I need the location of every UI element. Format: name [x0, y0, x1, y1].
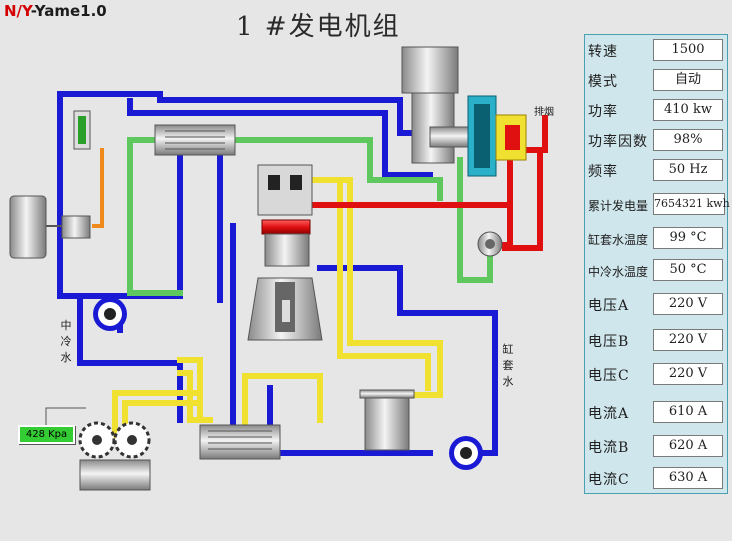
- row-current-b: 电流B 620 A: [585, 433, 729, 461]
- row-power: 功率 410 kw: [585, 97, 729, 125]
- row-jacket-temp: 缸套水温度 99 °C: [585, 225, 729, 253]
- jacket-water-char: 套: [502, 359, 514, 372]
- row-value: 50 Hz: [653, 159, 723, 181]
- intercooler-water-char: 冷: [60, 335, 72, 348]
- jacket-water-pump: [449, 436, 483, 470]
- row-value: 630 A: [653, 467, 723, 489]
- row-label: 转速: [588, 44, 618, 60]
- jacket-water-char: 水: [502, 375, 514, 388]
- row-value: 98%: [653, 129, 723, 151]
- row-value: 99 °C: [653, 227, 723, 249]
- row-label: 功率因数: [588, 134, 648, 150]
- heat-exchanger-bottom: [199, 424, 281, 460]
- row-value: 620 A: [653, 435, 723, 457]
- turbocharger: [477, 231, 503, 257]
- row-intercooler-temp: 中冷水温度 50 °C: [585, 257, 729, 285]
- row-value: 610 A: [653, 401, 723, 423]
- row-label: 电流A: [588, 406, 630, 422]
- intercooler-water-char: 水: [60, 351, 72, 364]
- page-title: 1 #发电机组: [236, 12, 401, 42]
- row-value: 50 °C: [653, 259, 723, 281]
- row-label: 电压B: [588, 334, 630, 350]
- radiator-fans: [78, 421, 151, 491]
- oil-pressure-readout: 428 Kpa: [18, 425, 75, 444]
- row-value: 自动: [653, 69, 723, 91]
- oil-tank: [9, 195, 47, 259]
- row-mode: 模式 自动: [585, 67, 729, 95]
- row-voltage-a: 电压A 220 V: [585, 291, 729, 319]
- row-total-energy: 累计发电量 7654321 kwh: [585, 191, 730, 219]
- row-label: 中冷水温度: [588, 265, 649, 279]
- row-value: 1500: [653, 39, 723, 61]
- engine-cylinder: [247, 164, 323, 341]
- row-label: 频率: [588, 164, 618, 180]
- row-label: 电流B: [588, 440, 630, 456]
- row-label: 累计发电量: [588, 199, 649, 213]
- logo-part1: N/Y: [4, 2, 31, 20]
- row-value: 410 kw: [653, 99, 723, 121]
- intercooler-water-label: 中 冷 水: [60, 318, 72, 366]
- jacket-water-label: 缸 套 水: [502, 342, 514, 390]
- logo-part2: -Yame1.0: [30, 2, 107, 20]
- row-current-c: 电流C 630 A: [585, 465, 729, 493]
- row-voltage-c: 电压C 220 V: [585, 361, 729, 389]
- row-label: 电压C: [588, 368, 630, 384]
- intercooler-pump: [93, 297, 127, 331]
- row-current-a: 电流A 610 A: [585, 399, 729, 427]
- orange-pipe: [92, 148, 104, 228]
- row-power-factor: 功率因数 98%: [585, 127, 729, 155]
- oil-filter: [61, 215, 91, 239]
- row-label: 电压A: [588, 298, 630, 314]
- intercooler-water-char: 中: [60, 319, 72, 332]
- green-pipes: [127, 137, 493, 296]
- row-label: 电流C: [588, 472, 630, 488]
- app-logo: N/Y-Yame1.0: [4, 2, 107, 20]
- row-value: 220 V: [653, 363, 723, 385]
- intercooler-top: [154, 124, 236, 156]
- row-speed: 转速 1500: [585, 37, 729, 65]
- row-label: 模式: [588, 74, 618, 90]
- exhaust-label: 排烟: [534, 107, 554, 118]
- row-frequency: 频率 50 Hz: [585, 157, 729, 185]
- alternator: [401, 46, 527, 177]
- oil-cooler: [359, 389, 415, 451]
- row-voltage-b: 电压B 220 V: [585, 327, 729, 355]
- row-value: 220 V: [653, 293, 723, 315]
- row-label: 缸套水温度: [588, 233, 649, 247]
- row-value: 7654321 kwh: [653, 193, 730, 215]
- row-label: 功率: [588, 104, 618, 120]
- status-panel: 转速 1500 模式 自动 功率 410 kw 功率因数 98% 频率 50 Hz 累计发…: [584, 34, 730, 494]
- row-value: 220 V: [653, 329, 723, 351]
- jacket-water-char: 缸: [502, 343, 514, 356]
